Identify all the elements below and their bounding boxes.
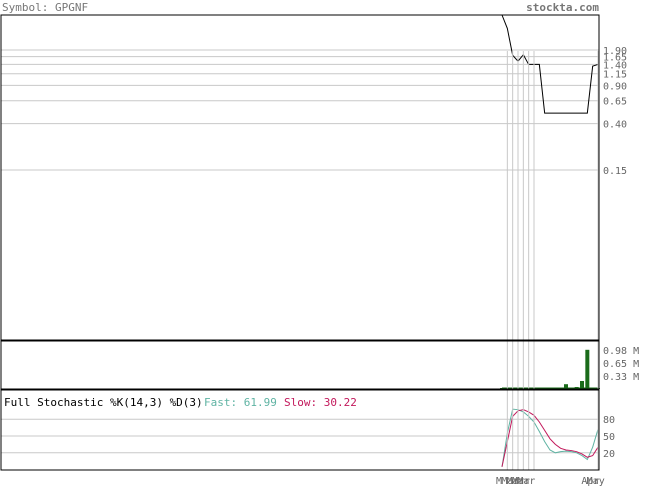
stochastic-tick-label: 80 [603, 415, 615, 426]
price-tick-label: 1.65 [603, 53, 627, 64]
volume-tick-label: 0.33 M [603, 372, 639, 383]
price-tick-label: 0.40 [603, 120, 627, 131]
x-tick-label: Mar [517, 476, 535, 486]
stochastic-title: Full Stochastic %K(14,3) %D(3) [4, 396, 203, 409]
volume-bar [580, 381, 584, 389]
site-label[interactable]: stockta.com [526, 1, 599, 14]
price-tick-label: 1.90 [603, 46, 627, 57]
stochastic-tick-label: 20 [603, 449, 615, 460]
volume-frame [0, 340, 600, 390]
panel-frames [0, 14, 600, 471]
price-tick-label: 0.90 [603, 81, 627, 92]
vertical-gridlines [506, 51, 599, 470]
price-tick-label: 1.15 [603, 70, 627, 81]
x-tick-label: Mar [507, 476, 525, 486]
stochastic-frame [0, 389, 600, 471]
volume-tick-label: 0.65 M [603, 359, 639, 370]
stochastic-fast-label: Fast: 61.99 [204, 396, 277, 409]
stochastic-slow-label: Slow: 30.22 [284, 396, 357, 409]
price-tick-label: 1.40 [603, 60, 627, 71]
x-tick-label: Mar [512, 476, 530, 486]
price-frame [0, 14, 600, 341]
x-tick-label: M [496, 476, 502, 486]
volume-bar [585, 349, 590, 389]
price-panel: 1.901.651.401.150.90 0.65 0.40 0.15 [1, 14, 627, 177]
volume-tick-label: 0.98 M [603, 346, 639, 357]
stochastic-tick-label: 50 [603, 432, 615, 443]
volume-bar [564, 384, 568, 389]
price-tick-label: 0.15 [603, 166, 627, 177]
x-tick-label: Apr [581, 476, 599, 486]
symbol-label: Symbol: GPGNF [2, 1, 88, 14]
x-tick-label: Mar [501, 476, 519, 486]
price-tick-label: 0.65 [603, 97, 627, 108]
x-tick-label: May [587, 476, 605, 486]
